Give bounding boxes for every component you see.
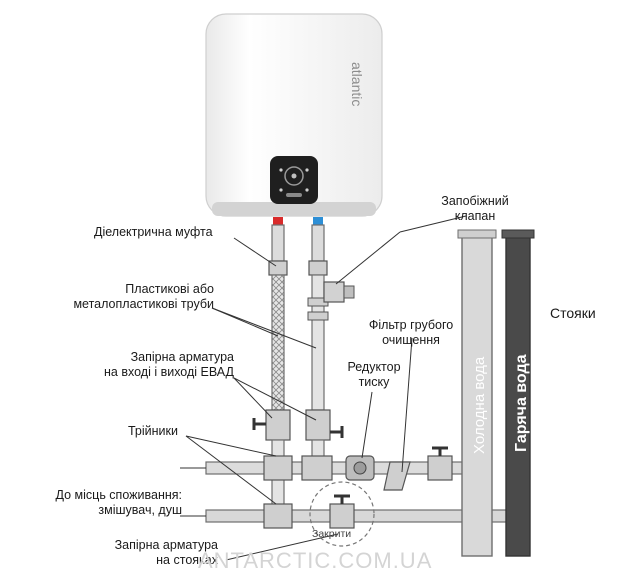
label-consumers: До місць споживання: змішувач, душ (30, 488, 182, 518)
cold-riser-label: Холодна вода (471, 356, 488, 454)
distribution-lines (180, 446, 515, 547)
closed-valve-highlight (309, 481, 375, 547)
control-dial (284, 166, 304, 186)
heater-shutoff-cold (305, 409, 331, 441)
label-coarse-filter: Фільтр грубого очищення (356, 318, 466, 348)
label-pressure-reducer: Редуктор тиску (334, 360, 414, 390)
safety-valve (323, 281, 345, 303)
hot-riser (505, 235, 531, 557)
tee-cold (263, 455, 293, 481)
label-heater-shutoff: Запірна арматура на вході і виході ЕВАД (70, 350, 234, 380)
cold-riser (461, 235, 493, 557)
label-heater-shutoff-line2: на вході і виході ЕВАД (104, 365, 234, 379)
label-safety-valve: Запобіжний клапан (430, 194, 520, 224)
label-riser-shutoff-line2: на стояках (156, 553, 218, 567)
label-safety-valve-line1: Запобіжний (441, 194, 509, 208)
label-consumers-line2: змішувач, душ (98, 503, 182, 517)
label-tees: Трійники (128, 424, 178, 438)
tank-bottom-band (212, 202, 376, 216)
watermark: ANTARCTIC.COM.UA (198, 548, 433, 573)
label-risers: Стояки (550, 305, 596, 321)
riser-shutoff-cold (427, 455, 453, 481)
label-heater-shutoff-line1: Запірна арматура (130, 350, 234, 364)
hot-outlet-marker (273, 217, 283, 225)
label-closed: Закрити (312, 528, 352, 540)
label-riser-shutoff: Запірна арматура на стояках (70, 538, 218, 568)
label-pressure-reducer-line2: тиску (358, 375, 390, 389)
risers: Холодна вода Гаряча вода (457, 229, 535, 557)
water-heater: atlantic (205, 13, 383, 217)
tee-hot (263, 503, 293, 529)
label-coarse-filter-line2: очищення (382, 333, 440, 347)
coarse-filter (383, 461, 411, 491)
hot-riser-label: Гаряча вода (513, 354, 530, 452)
riser-shutoff-hot (329, 503, 355, 529)
label-pressure-reducer-line1: Редуктор (347, 360, 401, 374)
label-pipes: Пластикові або металопластикові труби (68, 282, 214, 312)
control-panel (270, 156, 318, 204)
label-consumers-line1: До місць споживання: (55, 488, 182, 502)
label-pipes-line1: Пластикові або (125, 282, 214, 296)
cold-inlet-marker (313, 217, 323, 225)
label-dielectric-coupling: Діелектрична муфта (94, 225, 213, 239)
label-riser-shutoff-line1: Запірна арматура (114, 538, 218, 552)
hot-flex-pipe (271, 274, 285, 411)
label-pipes-line2: металопластикові труби (73, 297, 214, 311)
cold-pipe (311, 274, 325, 411)
heater-shutoff-hot (265, 409, 291, 441)
label-safety-valve-line2: клапан (454, 209, 496, 223)
leader-lines (185, 215, 467, 561)
label-coarse-filter-line1: Фільтр грубого (368, 318, 454, 332)
brand-logo: atlantic (349, 62, 365, 106)
